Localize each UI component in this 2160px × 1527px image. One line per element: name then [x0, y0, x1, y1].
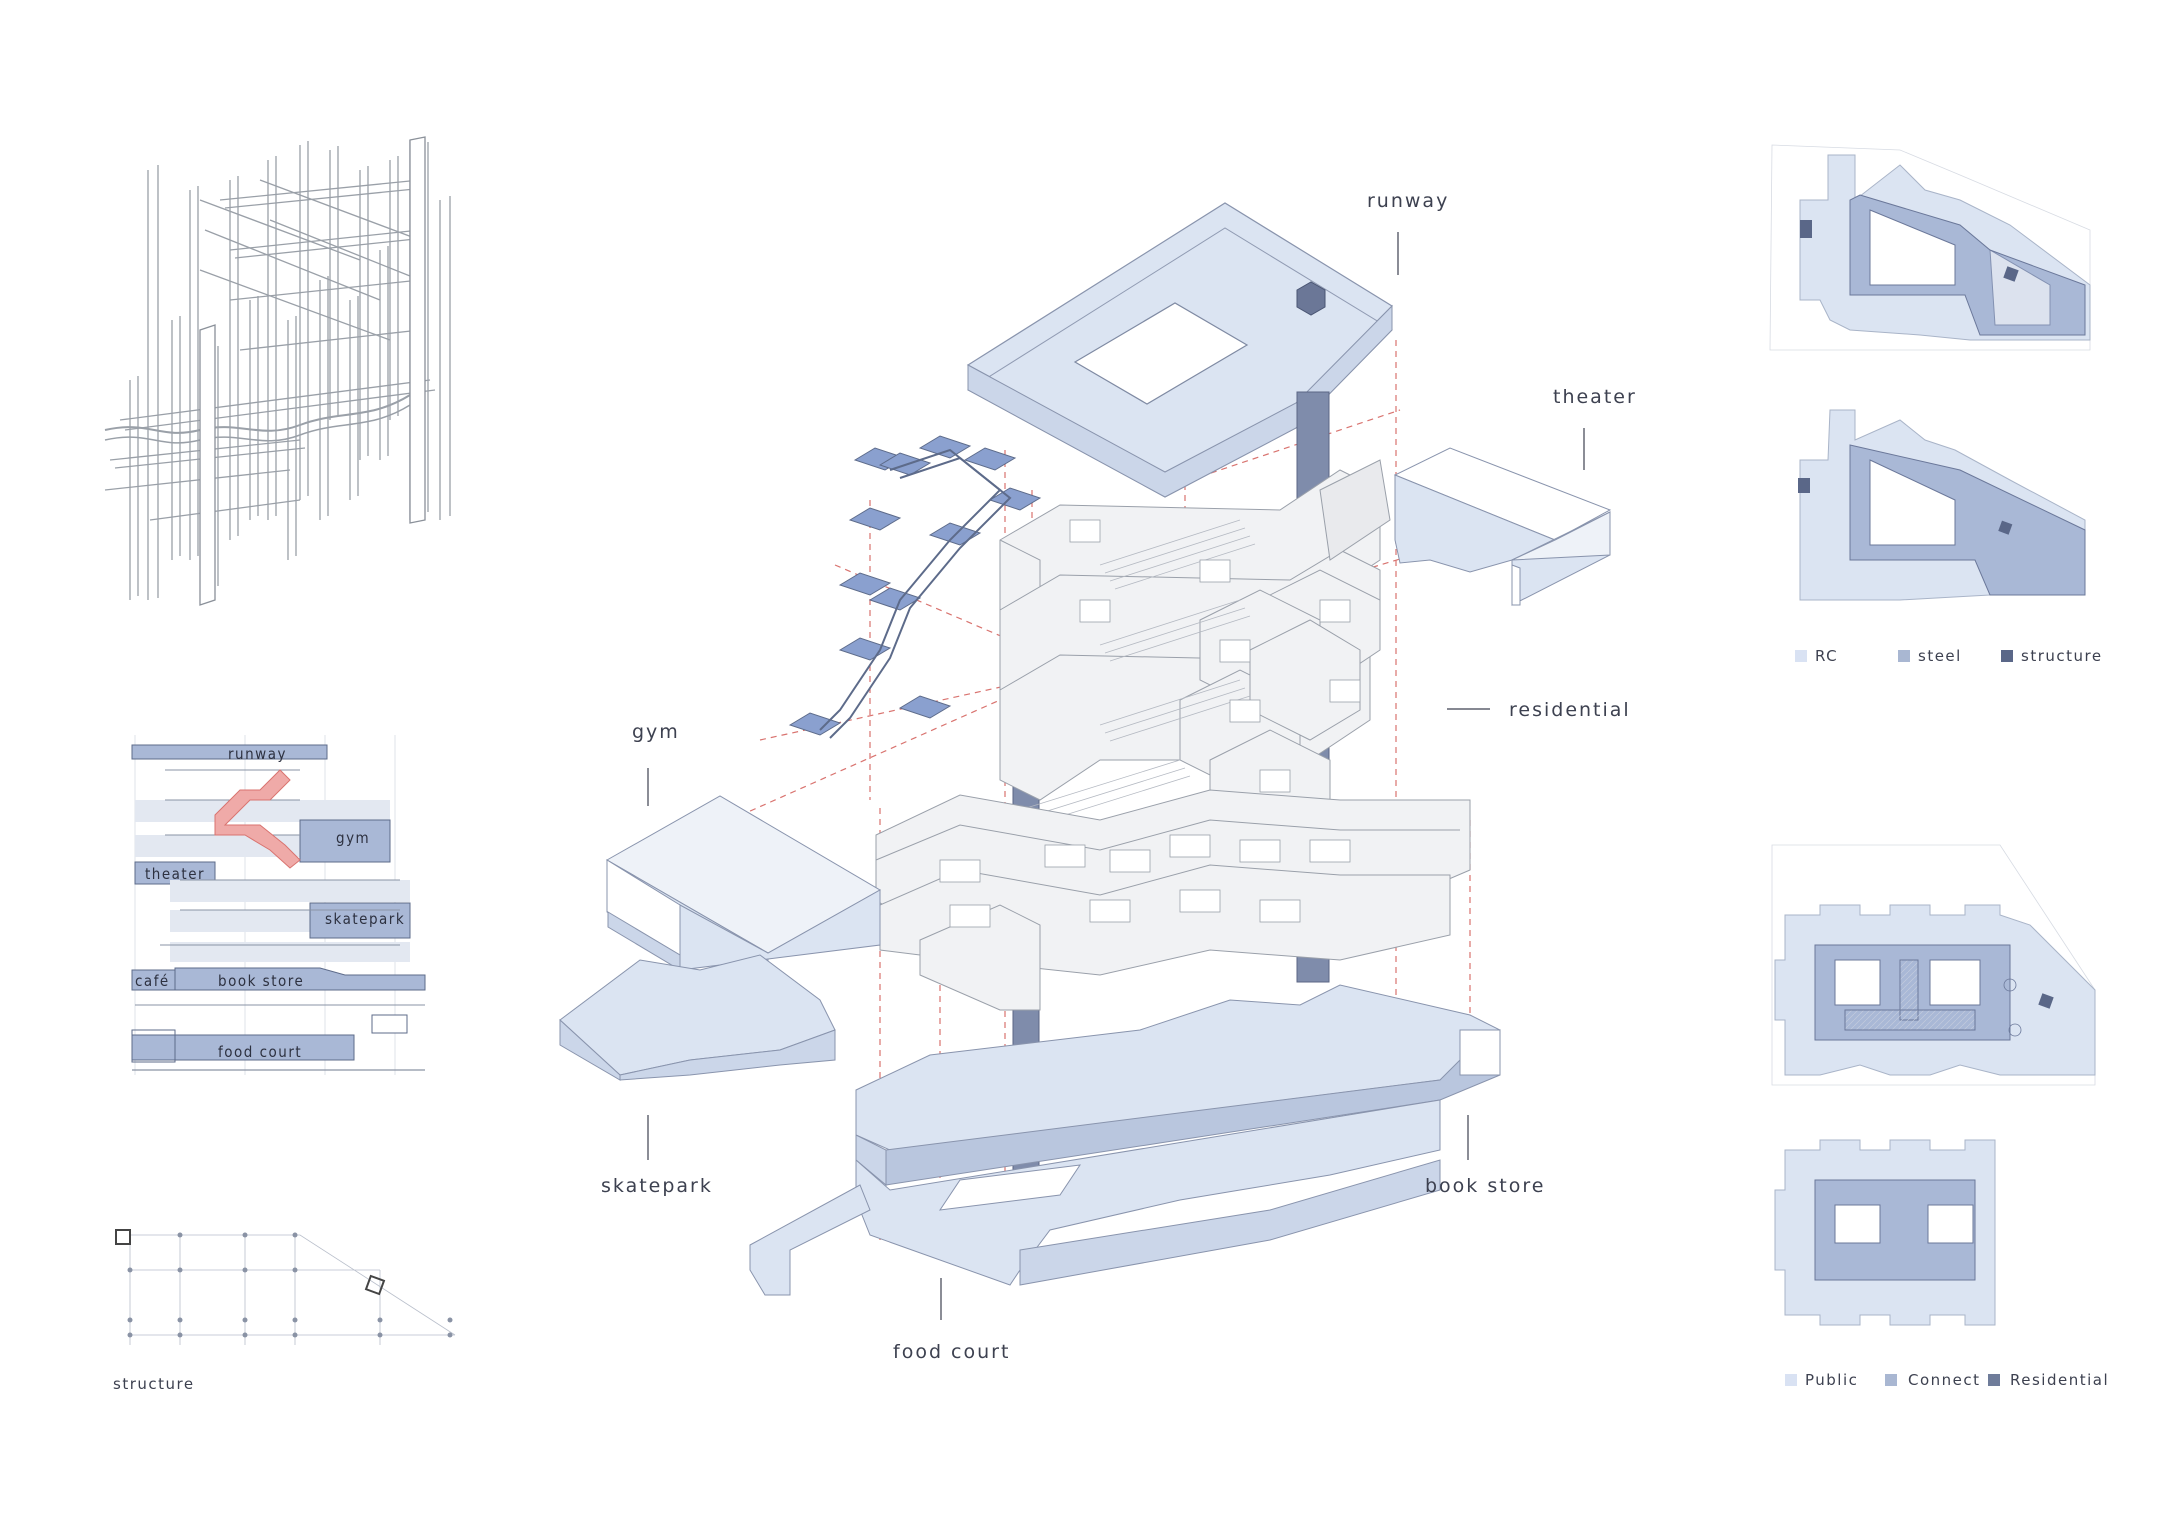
section-label-cafe: café	[135, 972, 170, 990]
label-runway: runway	[1367, 190, 1449, 212]
legend-label-structure: structure	[2021, 647, 2103, 665]
food-court-volume	[749, 1099, 1441, 1296]
legend-label-public: Public	[1805, 1371, 1858, 1389]
frame-posts	[129, 138, 451, 600]
floating-stair	[788, 435, 1042, 736]
program-legend: Public Connect Residential	[1785, 1371, 2109, 1389]
legend-swatch-connect	[1885, 1374, 1897, 1386]
section-label-food-court: food court	[218, 1043, 302, 1061]
gym-volume	[605, 795, 882, 971]
runway-roof-opening	[1073, 302, 1249, 405]
section-label-gym: gym	[336, 829, 370, 847]
section-stair	[214, 769, 301, 869]
residential-ring-lower	[875, 789, 1471, 1011]
legend-swatch-steel	[1898, 650, 1910, 662]
legend-swatch-residential	[1988, 1374, 2000, 1386]
section-runway-slab	[131, 744, 328, 760]
section-band-5	[170, 942, 410, 962]
upper-floor-plan-massing	[1798, 409, 2086, 601]
structure-grid-columns	[127, 1232, 453, 1338]
theater-volume	[1393, 447, 1612, 606]
book-store-volume	[855, 984, 1501, 1187]
section-book-store-box	[174, 967, 426, 991]
lower-floor-plan-detailed	[1771, 844, 2096, 1086]
structure-caption: structure	[113, 1375, 195, 1393]
structure-grid-plan: structure	[113, 1229, 456, 1393]
label-food-court: food court	[893, 1341, 1010, 1363]
material-legend: RC steel structure	[1795, 647, 2103, 665]
label-theater: theater	[1553, 386, 1637, 408]
upper-floor-plan-detailed	[1769, 144, 2091, 351]
label-book-store: book store	[1425, 1175, 1545, 1197]
leader-lines	[647, 232, 1585, 1320]
section-label-skatepark: skatepark	[325, 910, 405, 928]
residential-blocks-upper	[999, 459, 1391, 851]
exploded-axonometric: runway theater residential gym skatepark…	[559, 190, 1637, 1363]
section-skatepark-box	[309, 902, 411, 939]
frame-beams	[104, 179, 436, 521]
building-section: runway gym theater skatepark café book s…	[131, 735, 426, 1075]
legend-label-rc: RC	[1815, 647, 1838, 665]
skatepark-volume	[559, 954, 836, 1081]
legend-label-residential: Residential	[2010, 1371, 2109, 1389]
runway-roof-core	[1296, 281, 1326, 316]
legend-label-steel: steel	[1918, 647, 1962, 665]
lower-floor-plan-massing	[1774, 1139, 1996, 1326]
section-band-1	[135, 800, 390, 822]
legend-swatch-public	[1785, 1374, 1797, 1386]
frame-wall-1	[199, 324, 216, 606]
section-band-3	[170, 880, 410, 902]
residential-windows	[939, 519, 1361, 928]
label-residential: residential	[1509, 699, 1631, 721]
section-label-book-store: book store	[218, 972, 304, 990]
label-skatepark: skatepark	[601, 1175, 713, 1197]
frame-wall-2	[409, 136, 426, 524]
structural-frame-axonometric	[104, 136, 451, 606]
legend-swatch-rc	[1795, 650, 1807, 662]
label-gym: gym	[632, 721, 680, 743]
section-label-runway: runway	[228, 745, 287, 763]
legend-swatch-structure	[2001, 650, 2013, 662]
frame-stair-ribbon	[104, 394, 411, 434]
section-gym-box	[299, 819, 391, 863]
interior-stairs	[1019, 519, 1256, 827]
section-label-theater: theater	[145, 865, 205, 883]
legend-label-connect: Connect	[1908, 1371, 1981, 1389]
